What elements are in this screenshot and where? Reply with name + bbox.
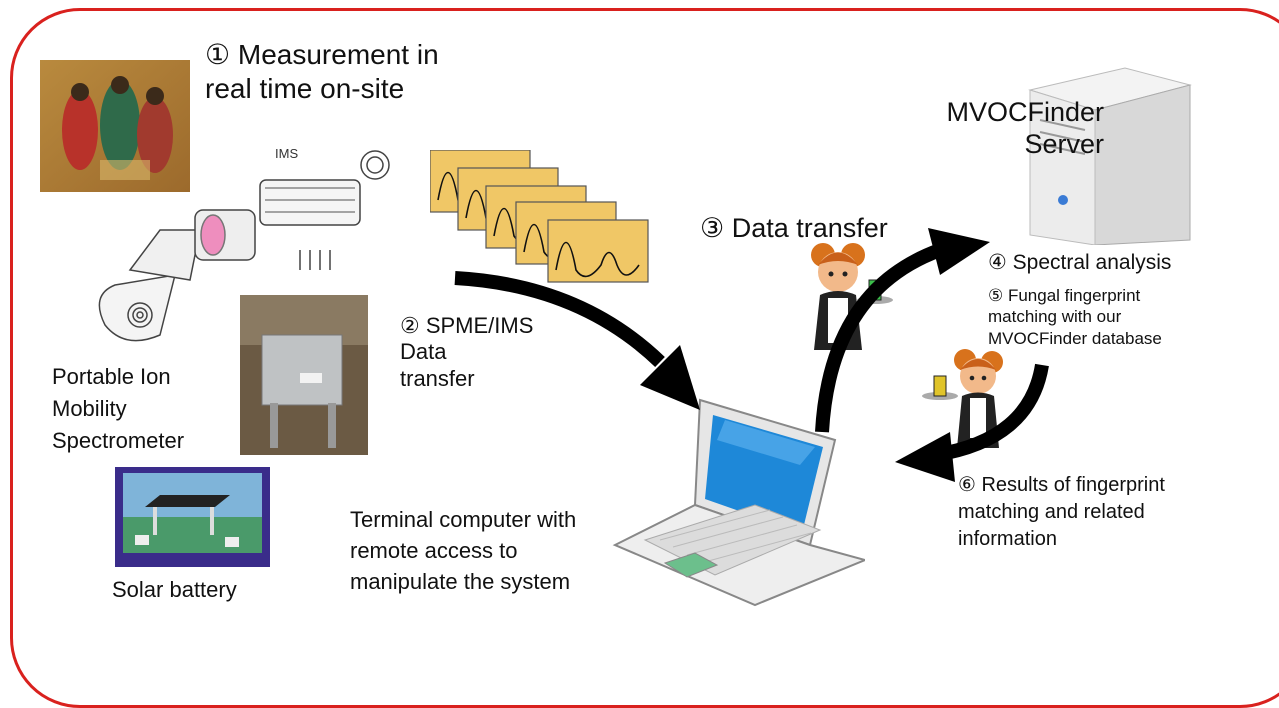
step5-label: ⑤ Fungal fingerprint matching with our M… xyxy=(988,286,1162,348)
step4-label: ④ Spectral analysis xyxy=(988,251,1172,274)
arrow-data-transfer xyxy=(815,243,943,433)
step2-label: ② SPME/IMS Data transfer xyxy=(400,313,534,391)
step1-label: ① Measurement in real time on-site xyxy=(205,39,439,104)
arrow-results xyxy=(933,363,1049,462)
laptop-icon xyxy=(612,398,865,607)
arrowhead-results xyxy=(895,432,955,482)
terminal-label: Terminal computer with remote access to … xyxy=(350,507,577,594)
arrowhead-transfer xyxy=(928,228,990,275)
ims-label: Portable Ion Mobility Spectrometer xyxy=(52,364,185,453)
field-setup-photo xyxy=(240,295,368,455)
ims-device-diagram: IMS xyxy=(98,146,390,342)
arrowhead-spme xyxy=(640,345,700,410)
mural-photo xyxy=(40,60,190,192)
solar-label: Solar battery xyxy=(112,577,237,602)
spectrum-cards xyxy=(430,150,649,283)
server-tower-icon xyxy=(1028,67,1192,245)
svg-text:IMS: IMS xyxy=(275,146,298,161)
solar-panel-photo xyxy=(115,467,270,567)
step6-label: ⑥ Results of fingerprint matching and re… xyxy=(958,474,1165,550)
step3-label: ③ Data transfer xyxy=(700,213,888,243)
flow-arrows xyxy=(454,228,1049,482)
arrow-spme-transfer xyxy=(454,271,665,368)
server-label: MVOCFinder Server xyxy=(946,97,1104,160)
